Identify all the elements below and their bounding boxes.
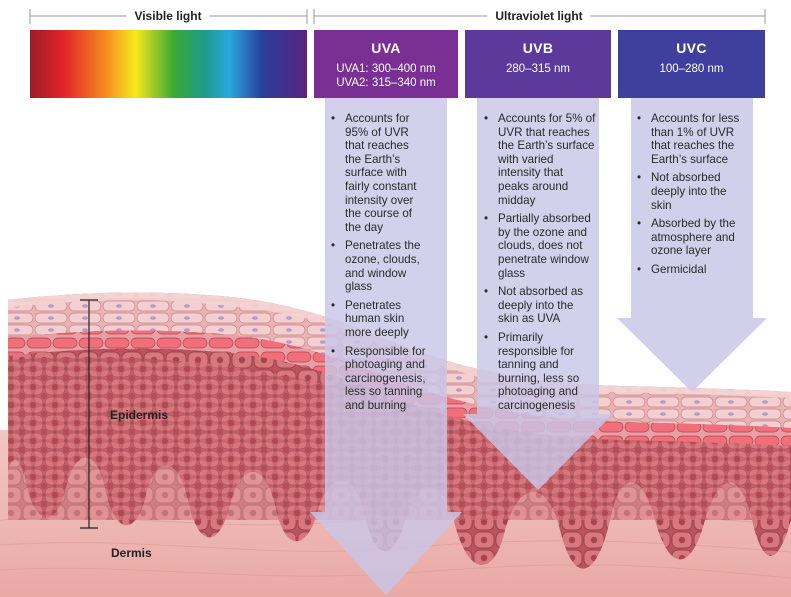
uvb-box xyxy=(465,30,611,98)
uvc-fact-4: Germicidal xyxy=(637,263,759,277)
uvc-range: 100–280 nm xyxy=(659,63,724,75)
uva-range-1: UVA1: 300–400 nm xyxy=(336,63,436,75)
uvb-header: UVB 280–315 nm xyxy=(465,30,611,98)
ultraviolet-light-label: Ultraviolet light xyxy=(487,9,591,23)
uvb-title: UVB xyxy=(522,40,554,56)
epidermis-marker xyxy=(80,299,98,529)
visible-spectrum-bar xyxy=(30,30,307,98)
uva-header: UVA UVA1: 300–400 nm UVA2: 315–340 nm xyxy=(314,30,458,98)
uva-title: UVA xyxy=(371,40,401,56)
uvb-range: 280–315 nm xyxy=(506,63,570,75)
uvc-header: UVC 100–280 nm xyxy=(618,30,765,98)
visible-light-label: Visible light xyxy=(126,9,210,23)
uvc-title: UVC xyxy=(676,40,707,56)
epidermis-label: Epidermis xyxy=(110,408,169,422)
uva-box xyxy=(314,30,458,98)
uva-range-2: UVA2: 315–340 nm xyxy=(336,77,436,89)
uvc-box xyxy=(618,30,765,98)
dermis-label: Dermis xyxy=(111,546,152,560)
